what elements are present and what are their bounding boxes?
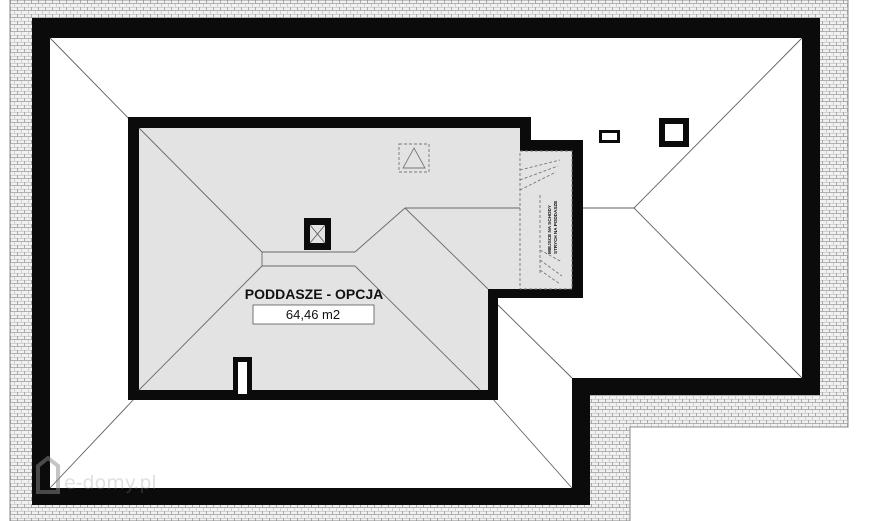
watermark-text: e-domy.pl bbox=[64, 472, 157, 494]
roof-vent-icon bbox=[599, 130, 620, 143]
ventilation-duct-icon bbox=[233, 357, 252, 400]
chimney-icon bbox=[304, 218, 331, 250]
roof-chimney-icon bbox=[659, 118, 689, 147]
room-name: PODDASZE - OPCJA bbox=[245, 286, 383, 302]
attic-hip-lines bbox=[138, 127, 520, 391]
stair-note-line1: MIEJSCE NA SCHODY bbox=[547, 205, 552, 254]
roof-hip-lines bbox=[49, 37, 803, 489]
room-area-box bbox=[252, 304, 375, 325]
staircase bbox=[519, 150, 573, 290]
attic-floor bbox=[139, 128, 572, 390]
watermark-logo: e-domy.pl bbox=[36, 455, 157, 494]
stair-note-line2: STRYCH NA PODDASZE bbox=[553, 201, 558, 254]
stair-note: MIEJSCE NA SCHODY STRYCH NA PODDASZE bbox=[547, 201, 558, 254]
room-area: 64,46 m2 bbox=[286, 307, 340, 322]
skylight-window-icon bbox=[398, 143, 430, 173]
